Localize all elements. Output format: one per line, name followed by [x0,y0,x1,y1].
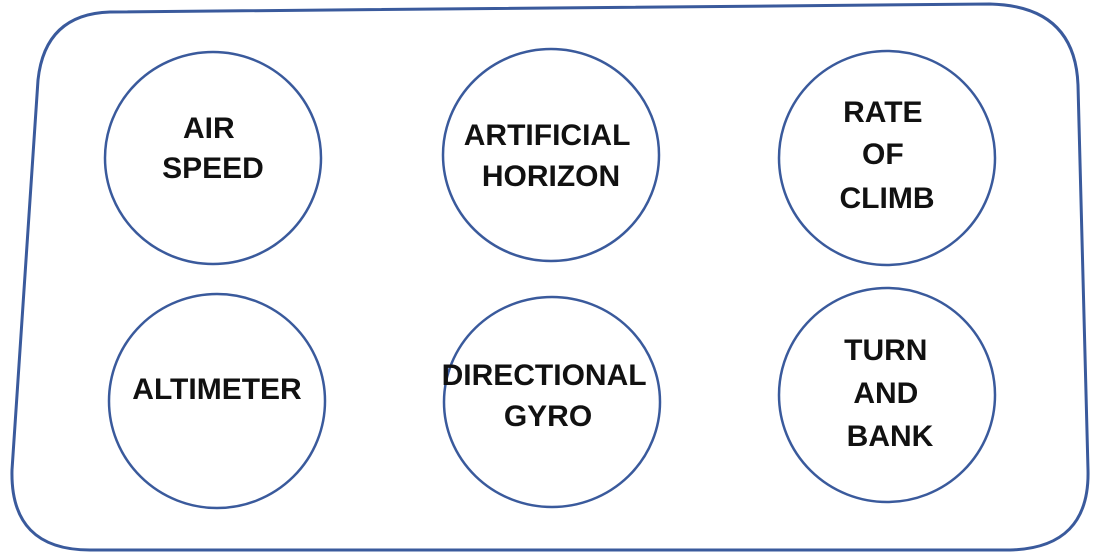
gauge-label: TURN AND BANK [844,334,936,453]
gauge-circle [107,292,327,510]
gauge-rate-of-climb: RATE OF CLIMB [777,49,997,267]
gauge-label-line: ALTIMETER [132,373,302,406]
gauge-label: AIR SPEED [162,112,264,185]
gauge-label-line: BANK [847,420,934,453]
gauge-directional-gyro: DIRECTIONAL GYRO [442,295,662,509]
gauge-circle [442,295,662,509]
gauge-label-line: TURN [844,334,927,367]
gauge-label-line: ARTIFICIAL [464,119,630,152]
gauge-label: ARTIFICIAL HORIZON [464,119,638,193]
gauge-label-line: OF [862,138,904,171]
gauge-label-line: GYRO [504,400,592,433]
gauge-label-line: DIRECTIONAL [442,359,647,392]
gauge-air-speed: AIR SPEED [103,50,323,266]
gauge-label-line: RATE [843,96,922,129]
gauge-label-line: CLIMB [840,182,935,215]
panel-outline [10,2,1090,552]
gauge-label-line: AND [853,377,918,410]
gauge-circle [777,49,997,267]
gauge-circle [103,50,323,266]
gauge-label-line: AIR [183,112,235,145]
gauge-circle [777,286,997,504]
gauge-turn-and-bank: TURN AND BANK [777,286,997,504]
gauge-label-line: HORIZON [482,160,620,193]
gauge-label: DIRECTIONAL GYRO [442,359,655,433]
gauge-label: ALTIMETER [132,373,302,406]
gauge-circle [441,47,661,263]
gauge-label-line: SPEED [162,152,264,185]
gauge-altimeter: ALTIMETER [107,292,327,510]
gauge-label: RATE OF CLIMB [840,96,935,215]
gauge-artificial-horizon: ARTIFICIAL HORIZON [441,47,661,263]
